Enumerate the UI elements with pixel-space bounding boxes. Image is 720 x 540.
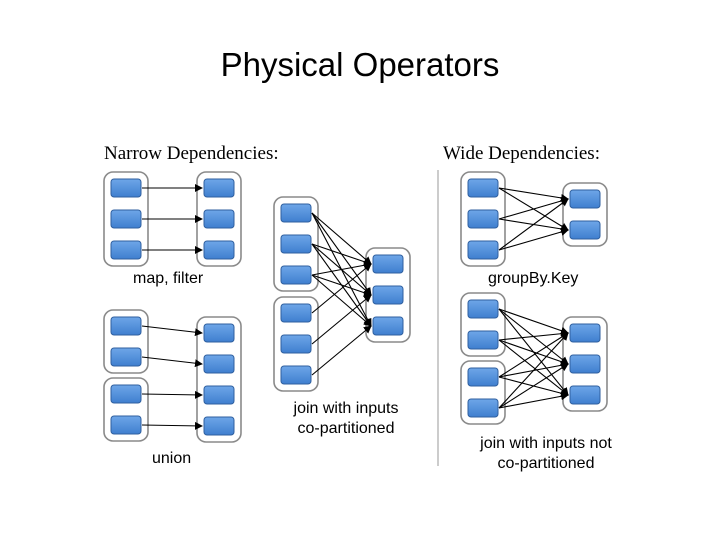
groupbykey-output-rdd-partition [569, 220, 601, 240]
map-filter-output-rdd-partition [203, 209, 235, 229]
groupbykey-input-rdd-partition [467, 209, 499, 229]
dependency-arrow [311, 274, 372, 327]
join-noncopart-input-rdd-a-partition [467, 299, 499, 319]
wide-dependencies-heading: Wide Dependencies: [443, 143, 600, 164]
dependency-arrow [498, 392, 569, 409]
join-noncopart-input-rdd-b-partition [467, 398, 499, 418]
dependency-arrow [498, 363, 569, 409]
union-input-rdd-b-partition [110, 415, 142, 435]
map-filter-output-rdd-partition [203, 240, 235, 260]
join-not-copartitioned-caption: join with inputs not co-partitioned [461, 434, 631, 474]
dependency-arrow [311, 274, 372, 297]
join-noncopart-input-rdd-b-partition [467, 367, 499, 387]
map-filter-caption: map, filter [133, 270, 204, 287]
join-copart-input-rdd-b-partition [280, 334, 312, 354]
join-noncopart-output-rdd-partition [569, 385, 601, 405]
map-filter-output-rdd-partition [203, 178, 235, 198]
join-copartitioned-line2: co-partitioned [297, 420, 395, 437]
union-output-rdd [196, 316, 242, 443]
join-copart-input-rdd-a-partition [280, 265, 312, 285]
dependency-arrow [311, 263, 372, 314]
union-input-rdd-a-partition [110, 347, 142, 367]
groupbykey-input-rdd-partition [467, 178, 499, 198]
join-noncopart-output-rdd-partition [569, 354, 601, 374]
join-not-copartitioned-line2: co-partitioned [497, 455, 595, 472]
narrow-dependencies-heading: Narrow Dependencies: [104, 143, 279, 164]
dependency-arrow [498, 198, 569, 251]
dependency-arrow [141, 421, 203, 430]
dependency-arrow [141, 390, 203, 399]
join-copart-output-rdd-partition [372, 285, 404, 305]
groupbykey-caption: groupBy.Key [488, 270, 579, 287]
dependency-arrow [498, 332, 569, 378]
dependency-arrow [498, 187, 569, 202]
dependency-arrow [311, 243, 372, 266]
groupbykey-input-rdd-partition [467, 240, 499, 260]
join-copart-input-rdd-a-partition [280, 203, 312, 223]
dependency-arrow [498, 339, 569, 396]
slide-title: Physical Operators [220, 46, 500, 83]
union-input-rdd-a-partition [110, 316, 142, 336]
union-output-rdd-partition [203, 323, 235, 343]
join-not-copartitioned-line1: join with inputs not [480, 435, 612, 452]
union-output-rdd-partition [203, 416, 235, 436]
dependency-arrow [498, 308, 569, 335]
join-copart-input-rdd-b-partition [280, 303, 312, 323]
map-filter-input-rdd-partition [110, 178, 142, 198]
join-copart-output-rdd-partition [372, 254, 404, 274]
dependency-arrow [311, 212, 372, 265]
union-output-rdd-partition [203, 354, 235, 374]
join-noncopart-output-rdd-partition [569, 323, 601, 343]
dependency-arrow [498, 228, 569, 251]
dependency-arrow [311, 261, 372, 276]
join-copart-input-rdd-a-partition [280, 234, 312, 254]
map-filter-input-rdd-partition [110, 209, 142, 229]
join-copart-input-rdd-b-partition [280, 365, 312, 385]
dependency-arrow [141, 356, 203, 368]
union-caption: union [152, 450, 192, 467]
dependency-arrow [311, 294, 372, 345]
groupbykey-output-rdd-partition [569, 189, 601, 209]
dependency-arrow [498, 332, 569, 409]
join-copartitioned-caption: join with inputs co-partitioned [281, 399, 411, 439]
join-noncopart-input-rdd-a-partition [467, 330, 499, 350]
dependency-arrow [498, 339, 569, 366]
join-copart-output-rdd-partition [372, 316, 404, 336]
union-input-rdd-b-partition [110, 384, 142, 404]
dependency-arrow [498, 197, 569, 220]
map-filter-input-rdd-partition [110, 240, 142, 260]
union-output-rdd-partition [203, 385, 235, 405]
dependency-arrow [498, 329, 569, 341]
dependency-arrow [311, 325, 372, 376]
dependency-arrow [141, 325, 203, 337]
join-copartitioned-line1: join with inputs [293, 400, 399, 417]
